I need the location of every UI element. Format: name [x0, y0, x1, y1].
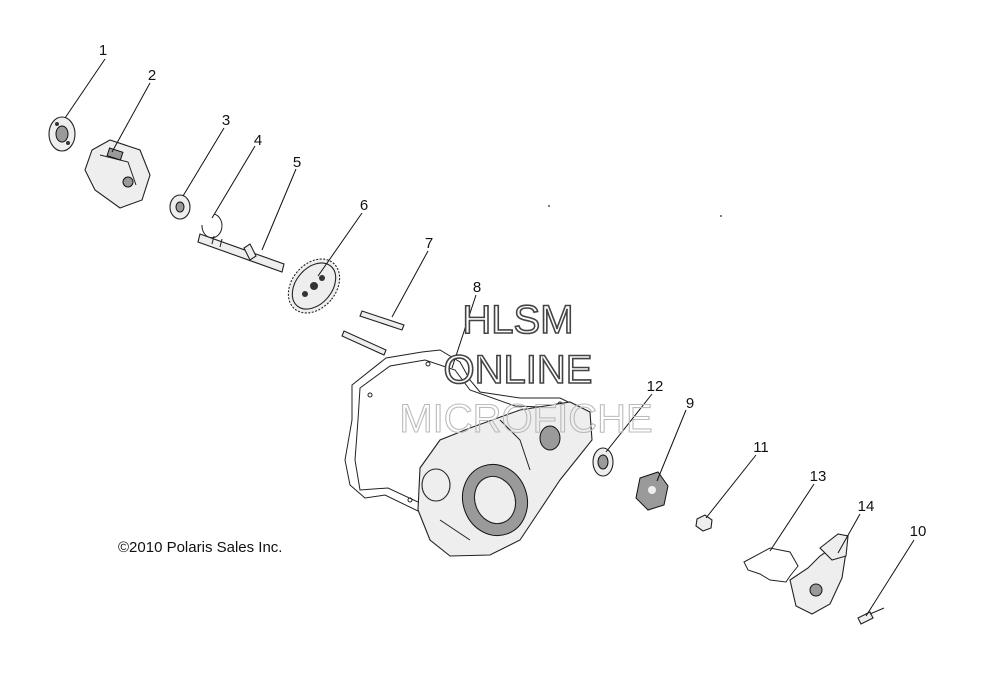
callout-5: 5 — [293, 154, 301, 171]
stray-marks — [548, 205, 722, 217]
leader-lines — [64, 58, 915, 617]
watermark-line-2: ONLINE — [444, 348, 593, 392]
part-14-pump-cover — [789, 533, 849, 615]
part-7-dowel-pins — [341, 310, 405, 356]
part-5-shaft — [197, 233, 285, 273]
part-1-rotor — [48, 116, 76, 152]
watermark-line-1: HLSM — [462, 298, 573, 342]
part-13-o-ring — [743, 547, 799, 583]
callout-6: 6 — [360, 197, 368, 214]
callout-10: 10 — [910, 523, 927, 540]
callout-2: 2 — [148, 67, 156, 84]
part-8-cover-and-gasket — [344, 349, 593, 557]
callout-labels: 1 2 3 4 5 6 7 8 9 10 11 12 13 14 — [99, 42, 927, 540]
part-11-nut — [695, 514, 713, 532]
callout-4: 4 — [254, 132, 262, 149]
callout-7: 7 — [425, 235, 433, 252]
copyright-notice: ©2010 Polaris Sales Inc. — [118, 539, 283, 556]
callout-12: 12 — [647, 378, 664, 395]
watermark-line-3: MICROFICHE — [399, 397, 652, 441]
callout-11: 11 — [753, 439, 769, 456]
watermark: HLSM ONLINE MICROFICHE — [399, 297, 653, 441]
part-12-seal — [592, 447, 614, 477]
part-4-snap-ring — [201, 213, 223, 239]
callout-14: 14 — [858, 498, 875, 515]
part-9-impeller — [635, 471, 669, 511]
part-2-pump-body — [84, 139, 151, 209]
callout-1: 1 — [99, 42, 107, 59]
callout-9: 9 — [686, 395, 694, 412]
part-10-bolt — [857, 607, 885, 625]
part-3-bearing — [169, 194, 191, 220]
callout-8: 8 — [473, 279, 481, 296]
callout-13: 13 — [810, 468, 827, 485]
callout-3: 3 — [222, 112, 230, 129]
part-6-gear — [287, 258, 341, 314]
